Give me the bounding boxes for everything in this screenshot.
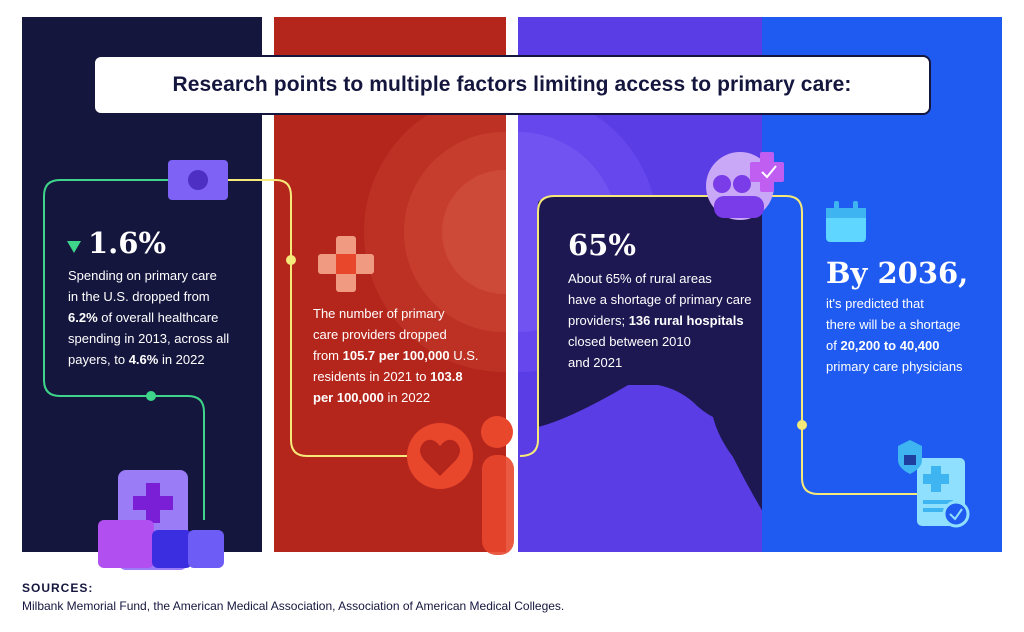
body-text: care providers dropped bbox=[313, 327, 447, 342]
highlight-text: 6.2% bbox=[68, 310, 98, 325]
concentric-circles-decoration-2 bbox=[518, 92, 778, 513]
concentric-circles-decoration bbox=[364, 92, 506, 372]
title-banner: Research points to multiple factors limi… bbox=[93, 55, 931, 115]
stat-spending: 1.6% bbox=[88, 226, 167, 260]
text-line: primary care physicians bbox=[826, 356, 963, 377]
text-line: residents in 2021 to 103.8 bbox=[313, 366, 479, 387]
body-text: have a shortage of primary care bbox=[568, 292, 752, 307]
factor-text: About 65% of rural areas have a shortage … bbox=[568, 268, 752, 373]
body-text: of overall healthcare bbox=[97, 310, 219, 325]
text-line: closed between 2010 bbox=[568, 331, 752, 352]
stat-rural: 65% bbox=[568, 228, 636, 262]
money-bill-icon bbox=[168, 160, 228, 200]
body-text: residents in 2021 to bbox=[313, 369, 431, 384]
body-text: from bbox=[313, 348, 343, 363]
sources-text: Milbank Memorial Fund, the American Medi… bbox=[22, 599, 565, 613]
body-text: in 2022 bbox=[158, 352, 205, 367]
text-line: Spending on primary care bbox=[68, 265, 229, 286]
body-text: Spending on primary care bbox=[68, 268, 217, 283]
highlight-text: 4.6% bbox=[128, 352, 159, 367]
body-text: it's predicted that bbox=[826, 296, 924, 311]
body-text: The number of primary bbox=[313, 306, 445, 321]
sources-heading: SOURCES: bbox=[22, 581, 94, 595]
florida-map-shape bbox=[538, 197, 778, 513]
text-line: and 2021 bbox=[568, 352, 752, 373]
hospital-building-icon bbox=[98, 470, 224, 570]
text-line: payers, to 4.6% in 2022 bbox=[68, 349, 229, 370]
factor-text: The number of primary care providers drop… bbox=[313, 303, 479, 408]
highlight-text: 105.7 per 100,000 bbox=[342, 348, 450, 363]
highlight-text: per 100,000 bbox=[313, 390, 384, 405]
highlight-text: 136 rural hospitals bbox=[628, 313, 744, 328]
body-text: U.S. bbox=[449, 348, 479, 363]
text-line: in the U.S. dropped from bbox=[68, 286, 229, 307]
body-text: closed between 2010 bbox=[568, 334, 691, 349]
stat-shortage: By 2036, bbox=[826, 256, 969, 290]
body-text: there will be a shortage bbox=[826, 317, 961, 332]
down-triangle-icon bbox=[67, 241, 81, 253]
text-line: The number of primary bbox=[313, 303, 479, 324]
body-text: in 2022 bbox=[383, 390, 431, 405]
people-group-icon bbox=[706, 152, 784, 220]
body-text: primary care physicians bbox=[826, 359, 963, 374]
calendar-icon bbox=[826, 201, 866, 242]
body-text: of bbox=[826, 338, 841, 353]
body-text: and 2021 bbox=[568, 355, 623, 370]
heart-person-icon bbox=[407, 416, 514, 555]
text-line: from 105.7 per 100,000 U.S. bbox=[313, 345, 479, 366]
medical-document-icon bbox=[917, 458, 970, 528]
text-line: providers; 136 rural hospitals bbox=[568, 310, 752, 331]
text-line: spending in 2013, across all bbox=[68, 328, 229, 349]
lock-icon bbox=[898, 440, 922, 474]
text-line: 6.2% of overall healthcare bbox=[68, 307, 229, 328]
text-line: it's predicted that bbox=[826, 293, 963, 314]
text-line: per 100,000 in 2022 bbox=[313, 387, 479, 408]
body-text: in the U.S. dropped from bbox=[68, 289, 210, 304]
highlight-text: 20,200 to 40,400 bbox=[840, 338, 940, 353]
page-title: Research points to multiple factors limi… bbox=[172, 73, 852, 96]
factor-text: Spending on primary care in the U.S. drop… bbox=[68, 265, 229, 370]
text-line: there will be a shortage bbox=[826, 314, 963, 335]
body-text: About 65% of rural areas bbox=[568, 271, 712, 286]
text-line: of 20,200 to 40,400 bbox=[826, 335, 963, 356]
text-line: have a shortage of primary care bbox=[568, 289, 752, 310]
factor-text: it's predicted that there will be a short… bbox=[826, 293, 963, 377]
highlight-text: 103.8 bbox=[430, 369, 463, 384]
body-text: payers, to bbox=[68, 352, 129, 367]
text-line: care providers dropped bbox=[313, 324, 479, 345]
text-line: About 65% of rural areas bbox=[568, 268, 752, 289]
body-text: spending in 2013, across all bbox=[68, 331, 230, 346]
body-text: providers; bbox=[568, 313, 629, 328]
medical-cross-icon bbox=[318, 236, 374, 292]
